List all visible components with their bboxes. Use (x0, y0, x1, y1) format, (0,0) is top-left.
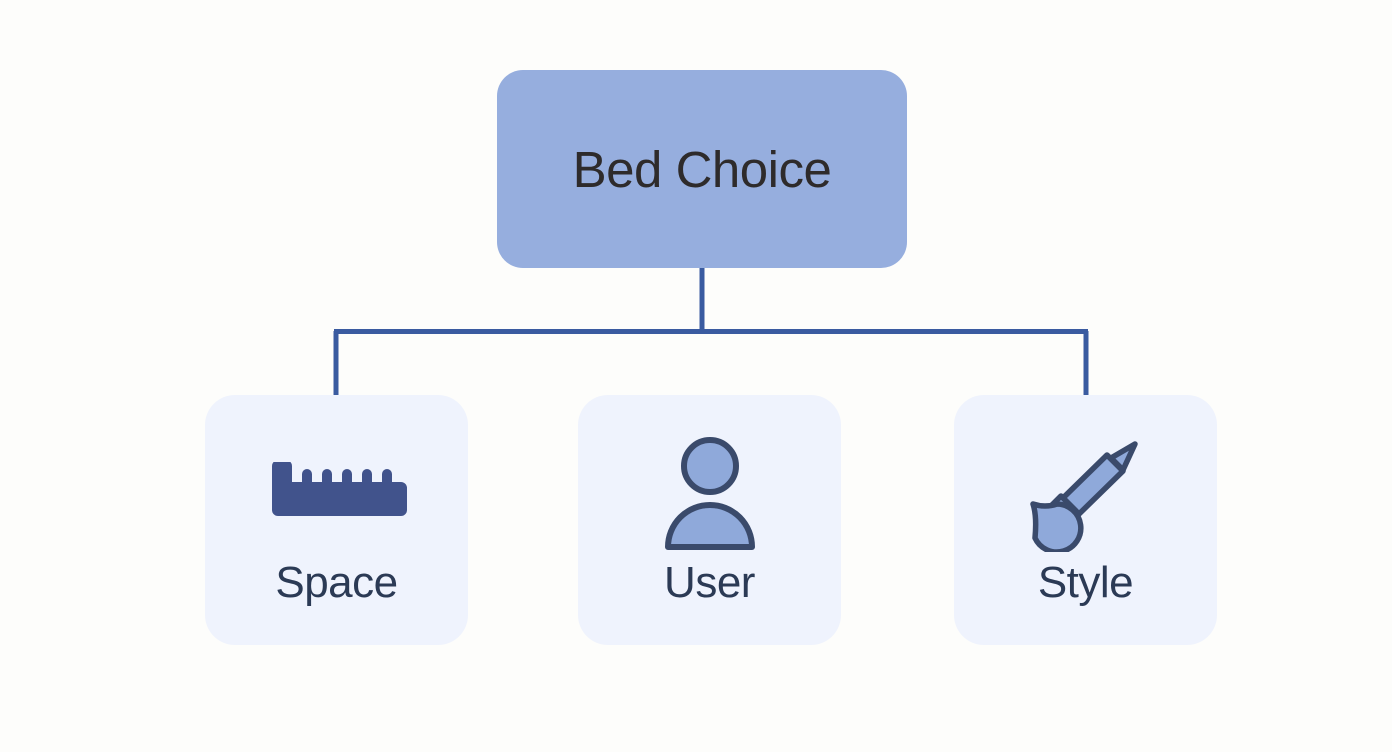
child-card-user[interactable]: User (578, 395, 841, 645)
card-label-user: User (664, 558, 755, 607)
ruler-icon (271, 462, 407, 516)
person-icon (664, 437, 755, 550)
child-card-style[interactable]: Style (954, 395, 1217, 645)
child-card-space[interactable]: Space (205, 395, 468, 645)
card-label-style: Style (1037, 558, 1134, 607)
card-icon-slot (1027, 433, 1145, 553)
paintbrush-icon (1029, 441, 1138, 552)
card-icon-slot (264, 433, 410, 553)
root-node-bed-choice[interactable]: Bed Choice (497, 70, 907, 268)
card-icon-slot (659, 433, 761, 553)
root-node-label: Bed Choice (572, 140, 832, 198)
card-label-space: Space (275, 558, 398, 607)
